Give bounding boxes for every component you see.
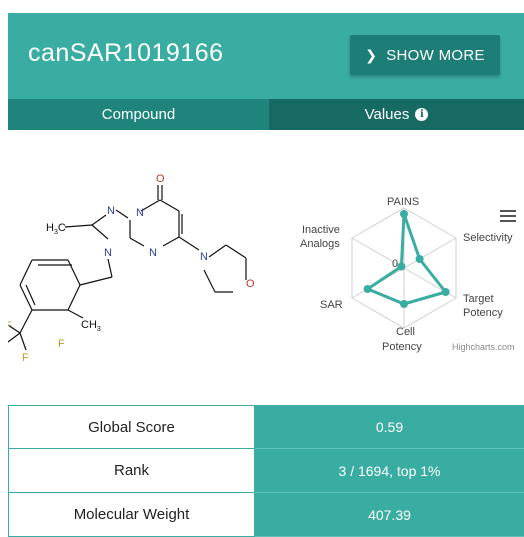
table-row: Global Score 0.59 (8, 405, 524, 449)
atom-n1: N (136, 207, 144, 219)
radar-label-inactive-1: Inactive (302, 224, 340, 236)
radar-axis-line (351, 237, 405, 269)
radar-label-cell-1: Cell (396, 326, 415, 338)
tab-bar: Compound Values i (8, 99, 524, 130)
radar-point-sar[interactable] (363, 285, 372, 293)
radar-center-label: 0 (392, 258, 398, 270)
row-value-molecular-weight: 407.39 (255, 493, 524, 537)
radar-point-target-potency[interactable] (441, 288, 450, 296)
radar-points (363, 210, 450, 308)
radar-point-cell-potency[interactable] (400, 300, 408, 308)
show-more-label: SHOW MORE (386, 46, 485, 64)
atom-ch3: CH3 (81, 319, 101, 333)
show-more-button[interactable]: ❯ SHOW MORE (350, 35, 500, 75)
highcharts-credit: Highcharts.com (452, 342, 515, 352)
table-row: Molecular Weight 407.39 (8, 493, 524, 537)
radar-chart: 0 PAINS Selectivity Target Potency Cell … (300, 196, 515, 353)
radar-point-pains[interactable] (400, 210, 408, 218)
row-label-global-score: Global Score (8, 405, 255, 449)
atom-n4: N (149, 247, 157, 259)
tab-values-label: Values (364, 106, 410, 123)
tab-compound-label: Compound (101, 106, 176, 123)
row-value-global-score: 0.59 (255, 405, 524, 449)
atom-f3: F (58, 338, 65, 350)
compound-structure: O N N N N N O H3C CH3 F F F (8, 173, 255, 364)
chart-menu-icon[interactable] (500, 210, 516, 224)
tab-values[interactable]: Values i (269, 99, 524, 130)
atom-o2: O (246, 278, 255, 290)
info-icon[interactable]: i (415, 108, 429, 121)
atom-f1: F (8, 320, 12, 332)
radar-point-inactive-analogs[interactable] (397, 262, 406, 271)
atom-n3: N (104, 247, 112, 259)
radar-label-inactive-2: Analogs (300, 238, 340, 250)
row-label-molecular-weight: Molecular Weight (8, 493, 255, 537)
radar-label-target-1: Target (463, 293, 494, 305)
chevron-right-icon: ❯ (365, 46, 378, 63)
atom-h3c: H3C (46, 222, 66, 236)
table-row: Rank 3 / 1694, top 1% (8, 449, 524, 493)
row-value-rank: 3 / 1694, top 1% (255, 449, 524, 493)
values-table: Global Score 0.59 Rank 3 / 1694, top 1% … (8, 405, 524, 537)
atom-n5: N (200, 251, 208, 263)
radar-label-target-2: Potency (463, 307, 503, 319)
radar-point-selectivity[interactable] (415, 255, 424, 263)
radar-label-pains: PAINS (387, 196, 419, 208)
radar-series-line (364, 213, 449, 306)
radar-label-selectivity: Selectivity (463, 232, 513, 244)
tab-compound[interactable]: Compound (8, 99, 269, 130)
compound-title: canSAR1019166 (28, 39, 224, 67)
atom-n2: N (107, 205, 115, 217)
radar-axis-line (403, 237, 457, 269)
row-label-rank: Rank (8, 449, 255, 493)
radar-grid-hexagon (351, 207, 457, 329)
atom-f2: F (22, 352, 29, 364)
atom-o: O (156, 173, 165, 185)
radar-label-sar: SAR (320, 299, 343, 311)
compound-header: canSAR1019166 ❯ SHOW MORE (8, 13, 524, 99)
radar-label-cell-2: Potency (382, 341, 422, 353)
